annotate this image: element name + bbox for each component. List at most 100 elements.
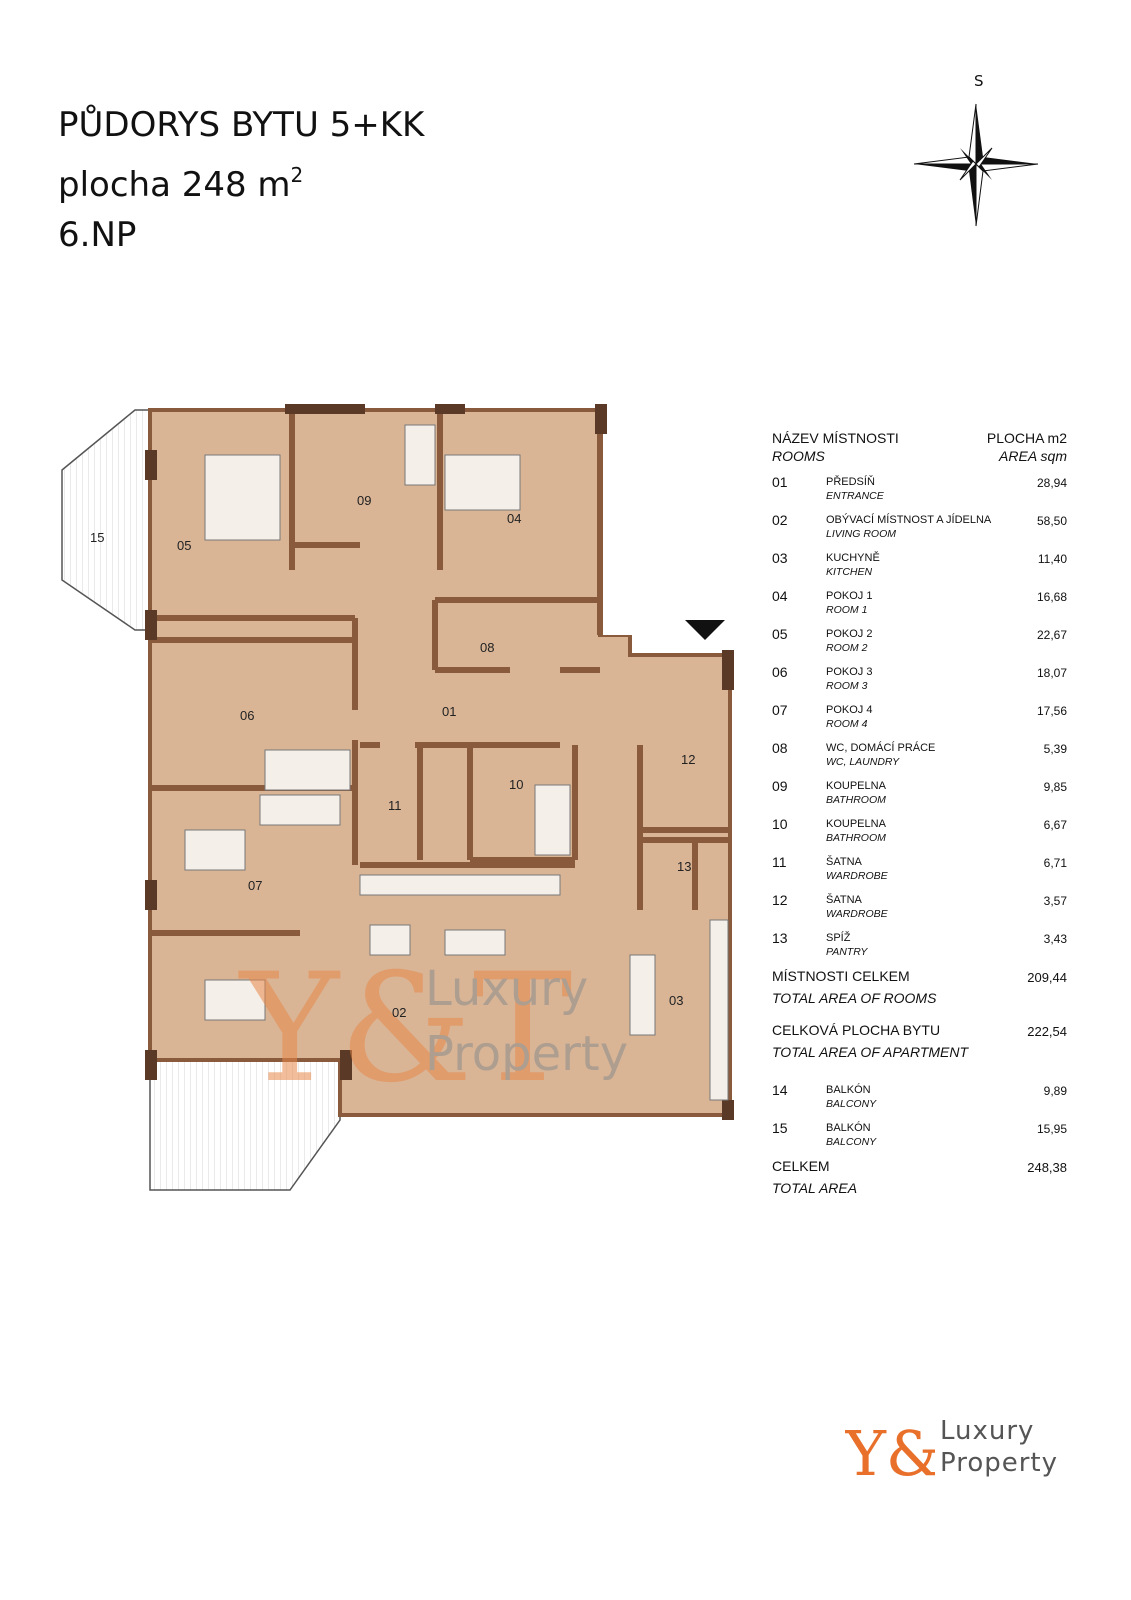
legend-room-area: 16,68 (1036, 590, 1067, 604)
legend-total-rooms: MÍSTNOSTI CELKEM TOTAL AREA OF ROOMS 209… (772, 966, 1067, 1020)
legend-header: NÁZEV MÍSTNOSTI PLOCHA m2 (772, 430, 1067, 446)
room-label-12: 12 (681, 752, 695, 767)
floor-plan-drawing: Y&T Luxury Property 15 05 09 04 08 01 06… (61, 404, 760, 1191)
legend-room-name-en: WARDROBE (826, 870, 888, 882)
room-label-04: 04 (507, 511, 521, 526)
legend-row: 13 SPÍŽ PANTRY 3,43 (772, 928, 1067, 966)
legend-row: 14 BALKÓN BALCONY 9,89 (772, 1080, 1067, 1118)
kitchen-strip (359, 874, 561, 896)
legend-room-number: 04 (772, 588, 788, 604)
compass-rose-icon: S (910, 72, 1050, 232)
legend-room-area: 17,56 (1036, 704, 1067, 718)
bed-05 (204, 454, 281, 541)
total-rooms-value: 209,44 (1027, 970, 1067, 985)
compass-label: S (974, 72, 984, 90)
room-label-07: 07 (248, 878, 262, 893)
room-label-02: 02 (392, 1005, 406, 1020)
legend-room-area: 3,43 (1043, 932, 1067, 946)
legend-room-name-en: ROOM 3 (826, 680, 868, 692)
legend-room-name-en: PANTRY (826, 946, 868, 958)
watermark-mark: Y&T (238, 942, 573, 1116)
counter-03 (709, 919, 729, 1101)
legend-room-name-en: BALCONY (826, 1098, 877, 1110)
island-03 (629, 954, 656, 1036)
brand-mark: Y&T (845, 1417, 935, 1490)
legend-room-name: ŠATNA (826, 856, 862, 868)
total-apartment-label: CELKOVÁ PLOCHA BYTU (772, 1022, 941, 1038)
legend-room-name: POKOJ 1 (826, 590, 873, 602)
legend-room-area: 9,85 (1043, 780, 1067, 794)
room-label-05: 05 (177, 538, 191, 553)
legend-room-name: POKOJ 3 (826, 666, 873, 678)
legend-room-area: 28,94 (1036, 476, 1067, 490)
legend-room-name-en: BATHROOM (826, 832, 886, 844)
legend-room-area: 15,95 (1036, 1122, 1067, 1136)
legend-room-area: 6,67 (1043, 818, 1067, 832)
brand-line-1: Luxury (940, 1416, 1035, 1446)
room-legend: NÁZEV MÍSTNOSTI PLOCHA m2 ROOMS AREA sqm… (772, 430, 1067, 1210)
watermark-line2: Property (425, 1026, 628, 1082)
legend-room-number: 13 (772, 930, 788, 946)
sofa-02b (444, 929, 506, 956)
legend-room-area: 9,89 (1043, 1084, 1067, 1098)
legend-room-name: WC, DOMÁCÍ PRÁCE (826, 742, 936, 754)
room-label-13: 13 (677, 859, 691, 874)
bed-04 (444, 454, 521, 511)
title-line-3: 6.NP (58, 215, 137, 255)
legend-room-area: 3,57 (1043, 894, 1067, 908)
legend-total-apartment: CELKOVÁ PLOCHA BYTU TOTAL AREA OF APARTM… (772, 1020, 1067, 1074)
legend-room-area: 5,39 (1043, 742, 1067, 756)
legend-room-number: 14 (772, 1082, 788, 1098)
legend-room-name: KOUPELNA (826, 818, 886, 830)
bath-09 (404, 424, 436, 486)
legend-room-name-en: ENTRANCE (826, 490, 884, 502)
legend-room-name: BALKÓN (826, 1084, 871, 1096)
legend-room-number: 05 (772, 626, 788, 642)
legend-room-name-en: WARDROBE (826, 908, 888, 920)
title-line-1: PŮDORYS BYTU 5+KK (58, 105, 425, 145)
legend-room-number: 03 (772, 550, 788, 566)
legend-room-number: 02 (772, 512, 788, 528)
legend-room-area: 6,71 (1043, 856, 1067, 870)
area-superscript: 2 (290, 163, 304, 187)
watermark: Y&T Luxury Property (238, 942, 628, 1116)
legend-room-name: POKOJ 2 (826, 628, 873, 640)
brand-text: Luxury Property (940, 1415, 1058, 1479)
legend-room-area: 18,07 (1036, 666, 1067, 680)
legend-room-area: 58,50 (1036, 514, 1067, 528)
legend-room-number: 08 (772, 740, 788, 756)
legend-header-name-en: ROOMS (772, 448, 825, 464)
room-label-09: 09 (357, 493, 371, 508)
sofa-02 (369, 924, 411, 956)
title-line-2: plocha 248 m2 (58, 150, 424, 210)
total-rooms-label-en: TOTAL AREA OF ROOMS (772, 990, 937, 1006)
legend-room-name-en: BATHROOM (826, 794, 886, 806)
legend-room-number: 09 (772, 778, 788, 794)
total-rooms-label: MÍSTNOSTI CELKEM (772, 968, 910, 984)
legend-room-name-en: BALCONY (826, 1136, 877, 1148)
legend-room-name: BALKÓN (826, 1122, 871, 1134)
bed-06 (264, 749, 351, 791)
legend-header-area-en: AREA sqm (999, 448, 1067, 464)
room-label-03: 03 (669, 993, 683, 1008)
room-label-08: 08 (480, 640, 494, 655)
tv-unit-07 (259, 794, 341, 826)
legend-room-name: SPÍŽ (826, 932, 851, 944)
legend-header-name: NÁZEV MÍSTNOSTI (772, 430, 899, 446)
balcony-14 (61, 409, 151, 631)
legend-room-name-en: LIVING ROOM (826, 528, 897, 540)
area-text: plocha 248 m (58, 165, 291, 205)
legend-room-name: POKOJ 4 (826, 704, 873, 716)
total-apartment-value: 222,54 (1027, 1024, 1067, 1039)
